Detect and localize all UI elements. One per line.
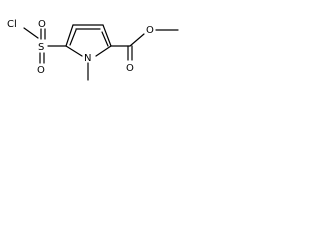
atom-o-lower: O: [37, 65, 45, 76]
atom-o-upper: O: [38, 19, 46, 30]
bond-s-cl: [23, 27, 39, 39]
ring-bond-c5-n: [95, 45, 112, 57]
ring-bond-c1-c2: [65, 24, 74, 47]
ring-bond-c4-c5-inner: [101, 31, 109, 47]
ring-bond-c1-c2-inner: [69, 29, 77, 46]
atom-o-carbonyl: O: [126, 63, 134, 74]
atom-n: N: [84, 53, 91, 64]
atom-o-ester: O: [146, 25, 154, 36]
ring-bond-n-c1: [65, 45, 83, 57]
n-methyl-group: N: [84, 53, 91, 81]
atom-cl: Cl: [7, 19, 17, 30]
methyl-ester-group: O O: [110, 25, 179, 74]
chemical-structure: Cl S O O N O O: [7, 19, 179, 81]
pyrrole-ring: [65, 24, 112, 57]
ring-bond-c3-c4: [102, 24, 112, 47]
atom-s: S: [38, 42, 44, 53]
sulfonyl-chloride-group: Cl S O O: [7, 19, 67, 76]
bond-carbonyl-ester-o: [129, 33, 145, 47]
